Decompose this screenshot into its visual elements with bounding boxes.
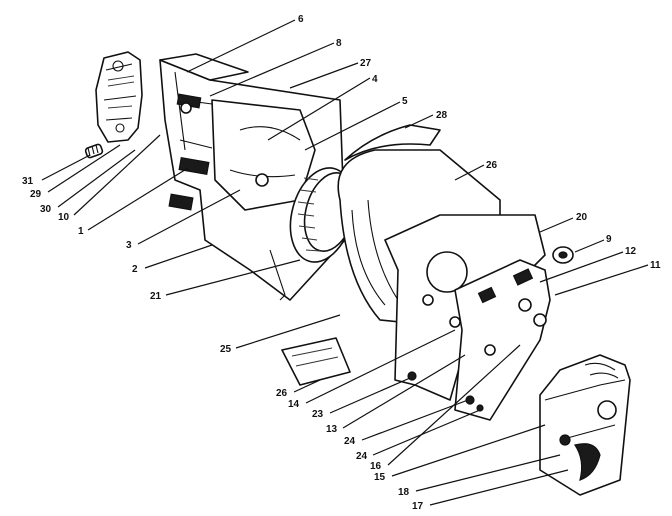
callout-11: 11	[650, 260, 661, 271]
callout-24-a: 24	[344, 436, 356, 447]
callout-labels: 6 8 27 4 5 28 26 20 9 12 11 31 29 30 10 …	[22, 14, 661, 512]
callout-5: 5	[402, 96, 408, 107]
callout-6-top: 6	[298, 14, 304, 25]
callout-1: 1	[78, 226, 84, 237]
callout-21: 21	[150, 291, 162, 302]
callout-30: 30	[40, 204, 52, 215]
callout-4: 4	[372, 74, 378, 85]
callout-27: 27	[360, 58, 372, 69]
callout-18: 18	[398, 487, 410, 498]
callout-29: 29	[30, 189, 42, 200]
callout-15: 15	[374, 472, 386, 483]
callout-31: 31	[22, 176, 34, 187]
callout-9: 9	[606, 234, 612, 245]
callout-2: 2	[132, 264, 138, 275]
callout-10: 10	[58, 212, 70, 223]
callout-13: 13	[326, 424, 338, 435]
callout-3: 3	[126, 240, 132, 251]
callout-23: 23	[312, 409, 324, 420]
screw	[84, 143, 104, 159]
callout-28: 28	[436, 110, 448, 121]
callout-26-bottom: 26	[276, 388, 288, 399]
callout-20: 20	[576, 212, 588, 223]
motor	[539, 354, 631, 496]
control-bracket	[454, 259, 551, 421]
callout-26-top: 26	[486, 160, 498, 171]
callout-17: 17	[412, 501, 424, 512]
leader-lines	[41, 19, 649, 506]
callout-25: 25	[220, 344, 232, 355]
callout-8: 8	[336, 38, 342, 49]
callout-16: 16	[370, 461, 382, 472]
callout-14: 14	[288, 399, 300, 410]
bushing	[552, 246, 574, 264]
callout-24-b: 24	[356, 451, 368, 462]
strip-plate	[281, 337, 351, 386]
callout-12: 12	[625, 246, 637, 257]
clip-bracket	[95, 51, 143, 143]
